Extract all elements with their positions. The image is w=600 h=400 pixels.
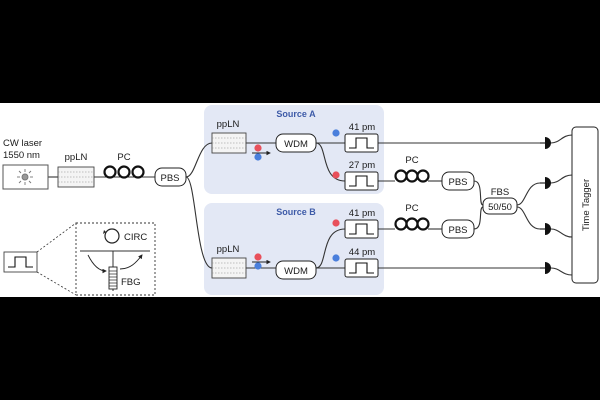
- wire-detector-1: [550, 134, 573, 144]
- source-b-title: Source B: [276, 207, 316, 217]
- filter-b-top-box: [344, 219, 379, 239]
- fbs-ratio-label: 50/50: [488, 202, 512, 213]
- setup-diagram: Source A Source B CW laser 1550 nm ppLN: [0, 103, 600, 297]
- fiber-pbs-a-fbs: [473, 180, 484, 206]
- filter-a-top-box: [344, 133, 379, 153]
- inset-arrow-in: [87, 254, 107, 274]
- fbg-inset-box: [75, 222, 156, 296]
- filter-icon: [349, 137, 374, 149]
- photon-icon: [254, 144, 262, 152]
- filter-icon: [8, 256, 33, 268]
- inset-connector-bottom: [36, 271, 77, 296]
- wdm-b-box: [275, 260, 317, 280]
- fiber-pbs-source-a: [185, 142, 213, 178]
- filter-b-bottom-box: [344, 258, 379, 278]
- filter-symbol-box: [3, 251, 38, 273]
- detector-icon: [545, 262, 551, 274]
- detector-icon: [545, 137, 551, 149]
- polarization-controller-icon: [394, 169, 430, 183]
- pc-main-label: PC: [117, 152, 130, 163]
- ppln-b-label: ppLN: [217, 244, 240, 255]
- detector-icon: [545, 177, 551, 189]
- wire-detector-2: [550, 174, 573, 184]
- fiber-pbs-source-b: [185, 176, 213, 269]
- source-a-title: Source A: [276, 109, 316, 119]
- laser-icon: [17, 169, 33, 185]
- circulator-icon: [103, 228, 120, 244]
- filter-a-bottom-label: 27 pm: [349, 160, 375, 171]
- filter-icon: [349, 223, 374, 235]
- photon-icon: [254, 253, 262, 261]
- time-tagger-box: [571, 126, 599, 284]
- pc-a-label: PC: [405, 155, 418, 166]
- pbs-a-label: PBS: [448, 177, 467, 188]
- wdm-a-box: [275, 133, 317, 153]
- fiber-wdm-a-bottom: [315, 142, 346, 182]
- inset-connector-top: [36, 222, 77, 253]
- filter-icon: [349, 175, 374, 187]
- cw-laser-label-1: CW laser: [3, 138, 42, 149]
- inset-arrow-out: [119, 254, 143, 270]
- detector-icon: [545, 223, 551, 235]
- photon-icon: [332, 171, 340, 179]
- crystal-icon: [211, 257, 247, 279]
- ppln-a-label: ppLN: [217, 119, 240, 130]
- time-tagger-label: Time Tagger: [581, 179, 592, 231]
- circ-label: CIRC: [124, 232, 147, 243]
- fbg-label: FBG: [121, 277, 141, 288]
- polarization-controller-icon: [394, 217, 430, 231]
- wire-detector-4: [550, 267, 573, 276]
- pbs-b-label: PBS: [448, 225, 467, 236]
- pbs-b-box: [441, 219, 475, 239]
- pbs-main-box: [154, 167, 187, 187]
- fiber-fbs-detector-2: [516, 182, 541, 206]
- fiber-pbs-b-fbs: [473, 206, 484, 230]
- wdm-b-label: WDM: [284, 266, 308, 277]
- fbs-label: FBS: [491, 187, 509, 198]
- filter-a-top-label: 41 pm: [349, 122, 375, 133]
- filter-a-bottom-box: [344, 171, 379, 191]
- pbs-main-label: PBS: [160, 173, 179, 184]
- fiber-wdm-b-top: [315, 228, 346, 269]
- pbs-a-box: [441, 171, 475, 191]
- wire-detector-3: [550, 228, 573, 238]
- pc-b-label: PC: [405, 203, 418, 214]
- photon-icon: [254, 153, 262, 161]
- crystal-icon: [57, 166, 95, 188]
- crystal-icon: [211, 132, 247, 154]
- photon-icon: [332, 129, 340, 137]
- polarization-controller-icon: [103, 165, 145, 179]
- fiber-fbs-detector-3: [516, 206, 541, 230]
- filter-icon: [349, 262, 374, 274]
- source-b-panel: [204, 203, 384, 295]
- filter-b-bottom-label: 44 pm: [349, 247, 375, 258]
- cw-laser-label-2: 1550 nm: [3, 150, 40, 161]
- fiber-bragg-grating-icon: [108, 266, 118, 290]
- photon-icon: [332, 219, 340, 227]
- fbs-box: [482, 197, 518, 215]
- wdm-a-label: WDM: [284, 139, 308, 150]
- photon-icon: [254, 262, 262, 270]
- filter-b-top-label: 41 pm: [349, 208, 375, 219]
- ppln-main-label: ppLN: [65, 152, 88, 163]
- photon-icon: [332, 254, 340, 262]
